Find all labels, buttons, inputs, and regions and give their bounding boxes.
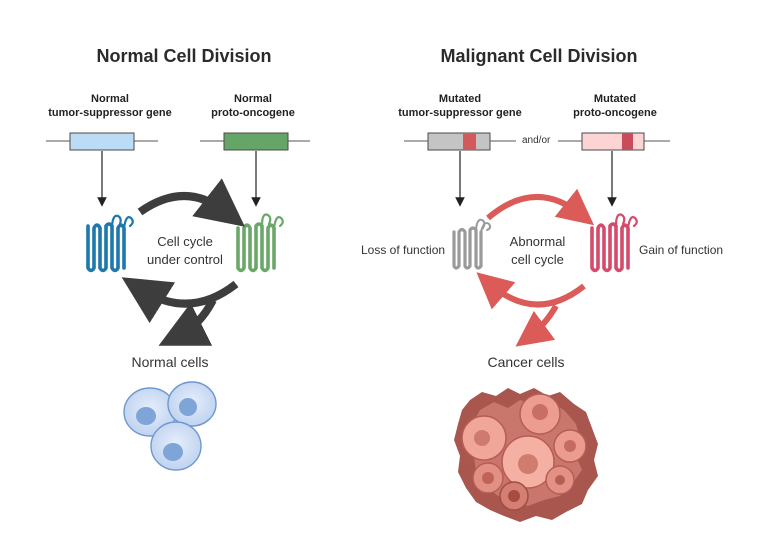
- normal-cycle-label-line2: under control: [147, 252, 223, 267]
- malignant-division-title: Malignant Cell Division: [440, 46, 638, 66]
- normal-suppressor-label-line2: tumor-suppressor gene: [48, 107, 172, 119]
- suppressor-protein-icon: [86, 214, 134, 273]
- normal-onco-gene-label: Normal proto-oncogene: [193, 92, 313, 120]
- abnormal-cycle-label-line1: Abnormal: [509, 234, 566, 249]
- mutated-suppressor-label-line2: tumor-suppressor gene: [398, 107, 522, 119]
- gain-of-function-label: Gain of function: [639, 243, 724, 257]
- normal-cycle-label: Cell cycle under control: [130, 233, 240, 269]
- normal-cells-caption: Normal cells: [131, 354, 209, 370]
- normal-cycle-label-line1: Cell cycle: [157, 234, 213, 249]
- abnormal-cycle-label: Abnormal cell cycle: [490, 233, 585, 269]
- mutated-onco-label-line1: Mutated: [593, 93, 637, 105]
- mutated-suppressor-gene-label: Mutated tumor-suppressor gene: [390, 92, 530, 120]
- normal-cycle-arrows-icon: [121, 178, 245, 346]
- mutated-onco-label-line2: proto-oncogene: [573, 107, 657, 119]
- normal-suppressor-gene: [46, 132, 158, 151]
- normal-onco-gene: [200, 132, 310, 151]
- mutated-onco-gene: [558, 132, 670, 151]
- loss-of-function-label: Loss of function: [361, 243, 446, 257]
- mutated-suppressor-gene: [404, 132, 516, 151]
- abnormal-cycle-label-line2: cell cycle: [511, 252, 564, 267]
- and-or-connector: and/or: [522, 135, 551, 146]
- normal-cells-icon: [123, 381, 217, 471]
- mutated-onco-protein-icon: [590, 213, 638, 273]
- cancer-cells-caption: Cancer cells: [487, 354, 565, 370]
- onco-protein-icon: [236, 213, 284, 273]
- mutated-suppressor-label-line1: Mutated: [438, 93, 482, 105]
- normal-suppressor-label-line1: Normal: [91, 93, 129, 105]
- normal-onco-label-line2: proto-oncogene: [211, 107, 295, 119]
- cancer-cells-icon: [454, 388, 598, 522]
- normal-onco-label-line1: Normal: [234, 93, 272, 105]
- mutated-suppressor-protein-icon: [452, 218, 492, 270]
- malignant-cycle-arrows-icon: [476, 188, 595, 347]
- mutated-onco-gene-label: Mutated proto-oncogene: [555, 92, 675, 120]
- normal-suppressor-gene-label: Normal tumor-suppressor gene: [40, 92, 180, 120]
- normal-division-title: Normal Cell Division: [96, 46, 272, 66]
